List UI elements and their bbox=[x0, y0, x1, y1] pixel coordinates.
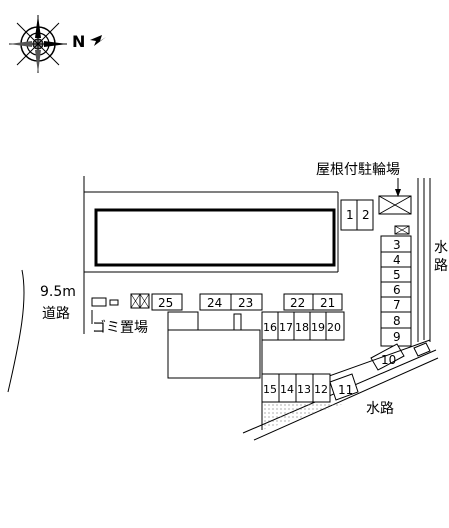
space-10: 10 bbox=[381, 353, 396, 367]
space-18: 18 bbox=[295, 321, 309, 334]
parking-10 bbox=[370, 343, 405, 371]
space-20: 20 bbox=[327, 321, 341, 334]
space-13: 13 bbox=[297, 383, 311, 396]
water-right-label-1: 水 bbox=[434, 240, 448, 256]
main-building bbox=[94, 208, 336, 267]
compass-north-label: N bbox=[72, 32, 85, 51]
space-8: 8 bbox=[393, 314, 401, 328]
space-1: 1 bbox=[346, 208, 354, 222]
water-bottom-label: 水路 bbox=[366, 401, 394, 417]
space-5: 5 bbox=[393, 268, 401, 282]
parking-16-20 bbox=[261, 311, 345, 341]
space-4: 4 bbox=[393, 253, 401, 267]
compass-icon bbox=[9, 15, 106, 73]
space-15: 15 bbox=[263, 383, 277, 396]
space-7: 7 bbox=[393, 298, 401, 312]
space-11: 11 bbox=[338, 383, 353, 397]
space-21: 21 bbox=[320, 296, 335, 310]
road-label: 道路 bbox=[42, 306, 70, 322]
space-19: 19 bbox=[311, 321, 325, 334]
garbage-label: ゴミ置場 bbox=[92, 319, 148, 336]
planting-area bbox=[262, 402, 350, 430]
mailbox-icon bbox=[91, 297, 107, 307]
space-17: 17 bbox=[279, 321, 293, 334]
parking-25 bbox=[151, 293, 183, 311]
bicycle-shed-label: 屋根付駐輪場 bbox=[316, 161, 400, 178]
road-edge bbox=[7, 269, 25, 393]
water-right-label-2: 路 bbox=[434, 258, 448, 274]
space-22: 22 bbox=[290, 296, 305, 310]
space-24: 24 bbox=[207, 296, 222, 310]
space-6: 6 bbox=[393, 283, 401, 297]
space-14: 14 bbox=[280, 383, 294, 396]
space-12: 12 bbox=[314, 383, 328, 396]
space-9: 9 bbox=[393, 330, 401, 344]
space-numbers: 1 2 3 4 5 6 7 8 9 10 11 12 13 14 15 16 1… bbox=[158, 208, 401, 397]
road-width-label: 9.5m bbox=[40, 284, 76, 300]
sub-building bbox=[167, 329, 261, 379]
space-3: 3 bbox=[393, 238, 401, 252]
space-16: 16 bbox=[263, 321, 277, 334]
parking-11 bbox=[329, 373, 359, 401]
space-23: 23 bbox=[238, 296, 253, 310]
space-25: 25 bbox=[158, 296, 173, 310]
space-2: 2 bbox=[362, 208, 370, 222]
